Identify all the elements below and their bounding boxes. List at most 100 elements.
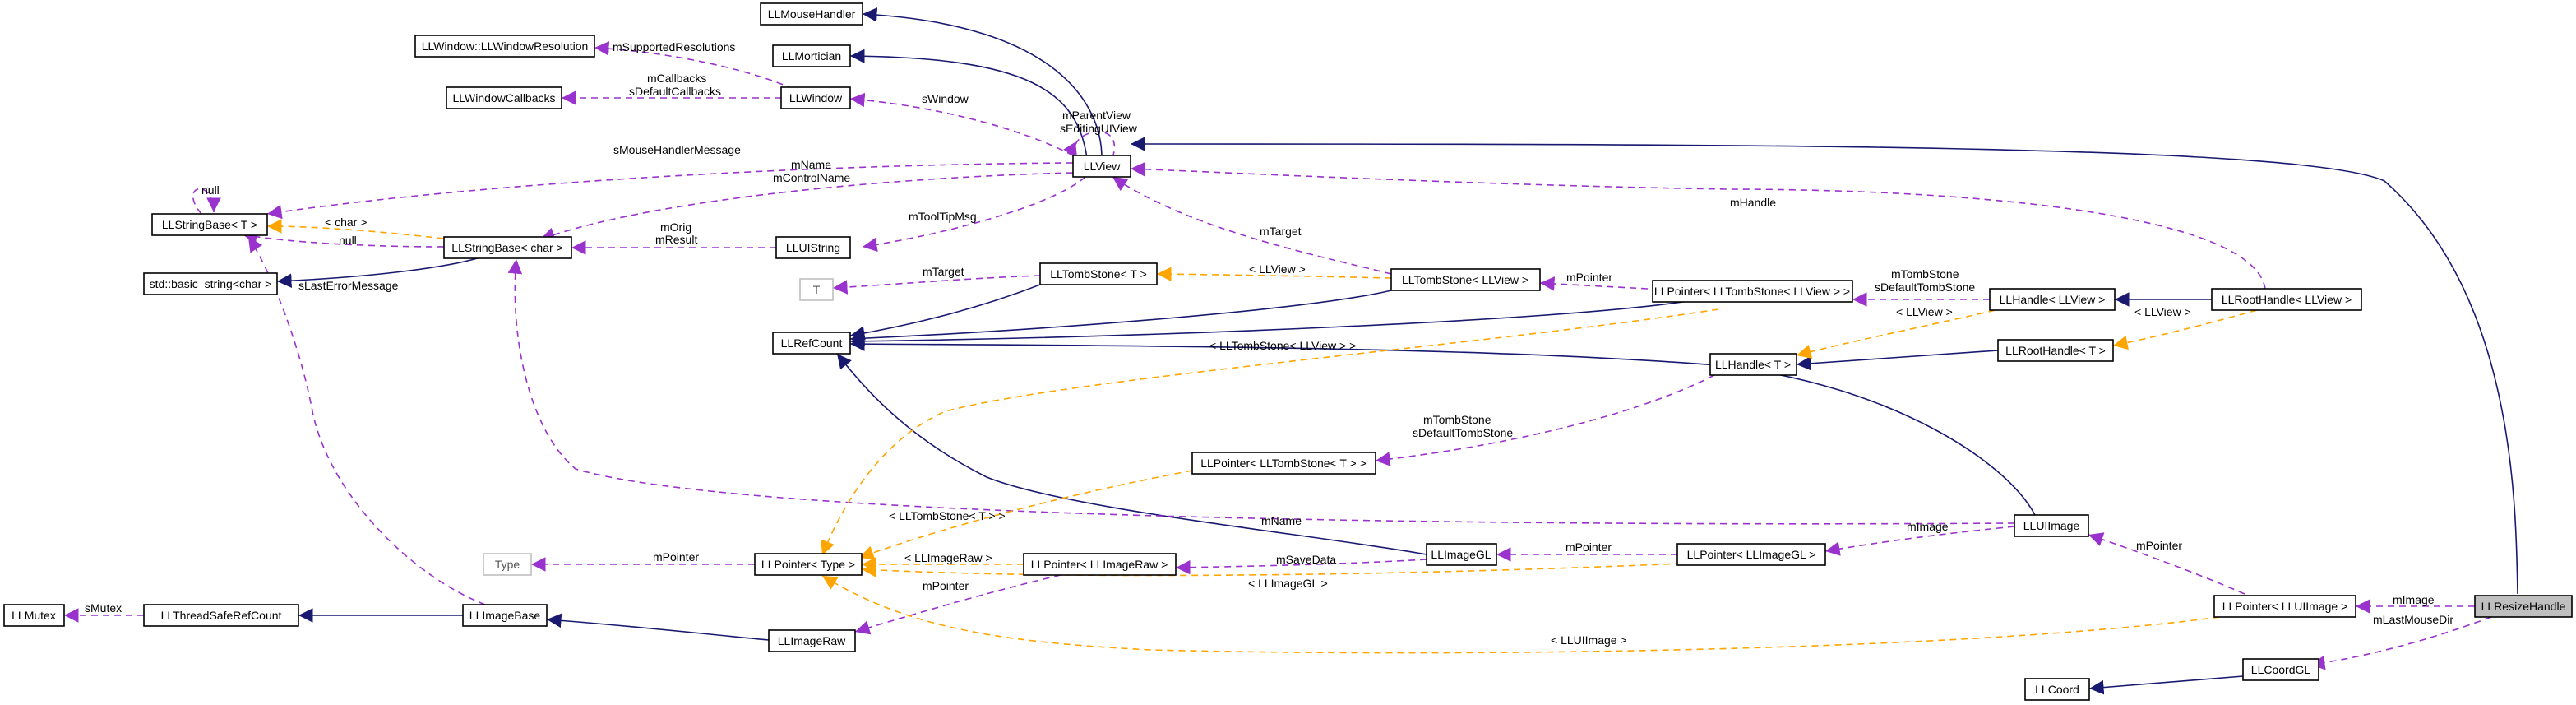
node-llthreadsaferefcount-label: LLThreadSafeRefCount xyxy=(161,609,282,622)
node-llmortician-label: LLMortician xyxy=(782,49,841,63)
node-llmortician[interactable]: LLMortician xyxy=(772,44,851,67)
label-msavedata: mSaveData xyxy=(1276,553,1336,566)
label-lltombstone-view: < LLTombStone< LLView > > xyxy=(1209,339,1356,352)
edge-view-stringbaset-msg xyxy=(266,162,1074,220)
node-lluistring[interactable]: LLUIString xyxy=(775,236,851,259)
node-t[interactable]: T xyxy=(799,278,834,301)
node-llview-label: LLView xyxy=(1084,160,1122,173)
label-mcontrolname: mControlName xyxy=(773,171,850,184)
label-llview-handle: < LLView > xyxy=(1896,305,1953,318)
edge-tombt-refcount xyxy=(849,284,1041,341)
nodes: LLMouseHandler LLMortician LLWindow::LLW… xyxy=(3,2,2573,701)
label-llimageraw: < LLImageRaw > xyxy=(904,551,992,564)
edge-pointeruiimage-pointertype xyxy=(821,575,2221,654)
node-llmousehandler-label: LLMouseHandler xyxy=(768,7,856,21)
edge-stringbasechar-stringbaset xyxy=(266,219,445,239)
node-llmousehandler[interactable]: LLMouseHandler xyxy=(760,2,863,26)
node-llcoord-label: LLCoord xyxy=(2035,683,2079,696)
node-llstringbase-t[interactable]: LLStringBase< T > xyxy=(151,213,268,236)
label-mpointer-tomb: mPointer xyxy=(1566,271,1612,284)
node-llroothandle-view[interactable]: LLRootHandle< LLView > xyxy=(2211,288,2362,311)
node-llwindow-label: LLWindow xyxy=(789,91,843,104)
label-llview-root: < LLView > xyxy=(2134,305,2191,318)
node-llpointer-imageraw-label: LLPointer< LLImageRaw > xyxy=(1031,558,1168,571)
node-llpointer-imagegl[interactable]: LLPointer< LLImageGL > xyxy=(1676,543,1826,566)
node-std-basic-string[interactable]: std::basic_string<char > xyxy=(143,272,278,295)
node-llhandle-t[interactable]: LLHandle< T > xyxy=(1709,353,1797,376)
node-lluistring-label: LLUIString xyxy=(786,241,840,254)
label-mname2: mName xyxy=(1261,514,1302,527)
node-llimagegl[interactable]: LLImageGL xyxy=(1426,543,1497,566)
node-lltombstone-t[interactable]: LLTombStone< T > xyxy=(1039,262,1158,285)
node-llpointer-tombstone-t-label: LLPointer< LLTombStone< T > > xyxy=(1200,457,1367,470)
edge-view-stringbasechar xyxy=(539,172,1074,242)
edge-resize-coordgl xyxy=(2310,616,2492,670)
node-llcoord[interactable]: LLCoord xyxy=(2024,678,2090,701)
node-llpointer-tombstone-view[interactable]: LLPointer< LLTombStone< LLView > > xyxy=(1652,280,1853,303)
node-llview[interactable]: LLView xyxy=(1072,155,1131,178)
node-llresizehandle-label: LLResizeHandle xyxy=(2481,600,2566,613)
node-llroothandle-view-label: LLRootHandle< LLView > xyxy=(2222,293,2352,306)
node-llwindowcallbacks-label: LLWindowCallbacks xyxy=(452,91,555,104)
node-llimageraw-label: LLImageRaw xyxy=(778,634,846,647)
label-sdefaultcallbacks: sDefaultCallbacks xyxy=(629,85,721,98)
edge-stringbaset-self xyxy=(192,188,221,215)
node-llwindowresolution[interactable]: LLWindow::LLWindowResolution xyxy=(414,35,595,58)
label-mtooltipmsg: mToolTipMsg xyxy=(909,210,977,223)
label-swindow: sWindow xyxy=(922,92,969,105)
node-llrefcount[interactable]: LLRefCount xyxy=(772,332,851,355)
node-llresizehandle[interactable]: LLResizeHandle xyxy=(2474,595,2573,618)
node-llmutex[interactable]: LLMutex xyxy=(3,604,65,627)
node-lltombstone-view[interactable]: LLTombStone< LLView > xyxy=(1390,268,1541,291)
node-llhandle-t-label: LLHandle< T > xyxy=(1715,358,1791,371)
node-llpointer-imageraw[interactable]: LLPointer< LLImageRaw > xyxy=(1023,553,1177,576)
label-sdefaulttombstone2: sDefaultTombStone xyxy=(1413,426,1513,439)
node-llstringbase-char[interactable]: LLStringBase< char > xyxy=(443,236,572,259)
node-std-basic-string-label: std::basic_string<char > xyxy=(150,277,272,290)
node-llimageraw[interactable]: LLImageRaw xyxy=(768,629,856,652)
node-lluiimage[interactable]: LLUIImage xyxy=(2014,514,2089,537)
label-msupportedresolutions: mSupportedResolutions xyxy=(613,40,735,53)
edge-tombview-tombt xyxy=(1156,267,1392,281)
node-llthreadsaferefcount[interactable]: LLThreadSafeRefCount xyxy=(143,604,299,627)
edge-uiimage-stringbasechar xyxy=(507,258,2015,525)
edge-view-uistring xyxy=(862,176,1086,253)
label-lluiimage: < LLUIImage > xyxy=(1551,633,1627,647)
label-mtombstone2: mTombStone xyxy=(1423,413,1491,426)
edge-tombview-refcount xyxy=(849,290,1392,346)
edge-handlet-pointertombt xyxy=(1375,374,1715,466)
label-seditinguiview: sEditingUIView xyxy=(1060,122,1138,135)
node-llwindowcallbacks[interactable]: LLWindowCallbacks xyxy=(446,86,562,109)
label-char: < char > xyxy=(325,216,367,229)
node-llroothandle-t-label: LLRootHandle< T > xyxy=(2005,344,2106,357)
node-llpointer-imagegl-label: LLPointer< LLImageGL > xyxy=(1687,548,1816,561)
label-mpointer-raw: mPointer xyxy=(923,579,969,592)
node-llwindow[interactable]: LLWindow xyxy=(780,86,851,109)
node-llmutex-label: LLMutex xyxy=(12,609,56,622)
label-slasterrormessage: sLastErrorMessage xyxy=(298,279,399,292)
node-llstringbase-char-label: LLStringBase< char > xyxy=(451,241,562,254)
node-llhandle-view[interactable]: LLHandle< LLView > xyxy=(1989,288,2116,311)
node-llcoordgl[interactable]: LLCoordGL xyxy=(2242,658,2319,681)
node-llpointer-type[interactable]: LLPointer< Type > xyxy=(754,553,863,576)
label-mhandle: mHandle xyxy=(1730,196,1776,209)
edge-handleview-handlet xyxy=(1796,307,2007,359)
label-null-std: null xyxy=(339,234,357,247)
label-mtarget-t: mTarget xyxy=(923,265,964,278)
node-llpointer-uiimage[interactable]: LLPointer< LLUIImage > xyxy=(2213,595,2356,618)
node-llimagebase-label: LLImageBase xyxy=(469,609,541,622)
node-llpointer-tombstone-t[interactable]: LLPointer< LLTombStone< T > > xyxy=(1191,452,1376,475)
label-mresult: mResult xyxy=(655,233,697,246)
label-lltombstone-t: < LLTombStone< T > > xyxy=(889,509,1006,522)
label-mimage-ui: mImage xyxy=(1907,520,1949,533)
label-mtarget-view: mTarget xyxy=(1260,225,1302,238)
edge-view-window xyxy=(849,92,1074,156)
edge-tombt-t xyxy=(832,275,1041,295)
node-llimagebase[interactable]: LLImageBase xyxy=(462,604,548,627)
edge-pointertomb-refcount xyxy=(849,299,1695,349)
label-llview-tomb: < LLView > xyxy=(1249,262,1306,276)
node-llroothandle-t[interactable]: LLRootHandle< T > xyxy=(1997,339,2114,362)
node-llpointer-tombstone-view-label: LLPointer< LLTombStone< LLView > > xyxy=(1654,285,1850,298)
node-type[interactable]: Type xyxy=(483,553,532,576)
node-llwindowresolution-label: LLWindow::LLWindowResolution xyxy=(422,39,589,53)
